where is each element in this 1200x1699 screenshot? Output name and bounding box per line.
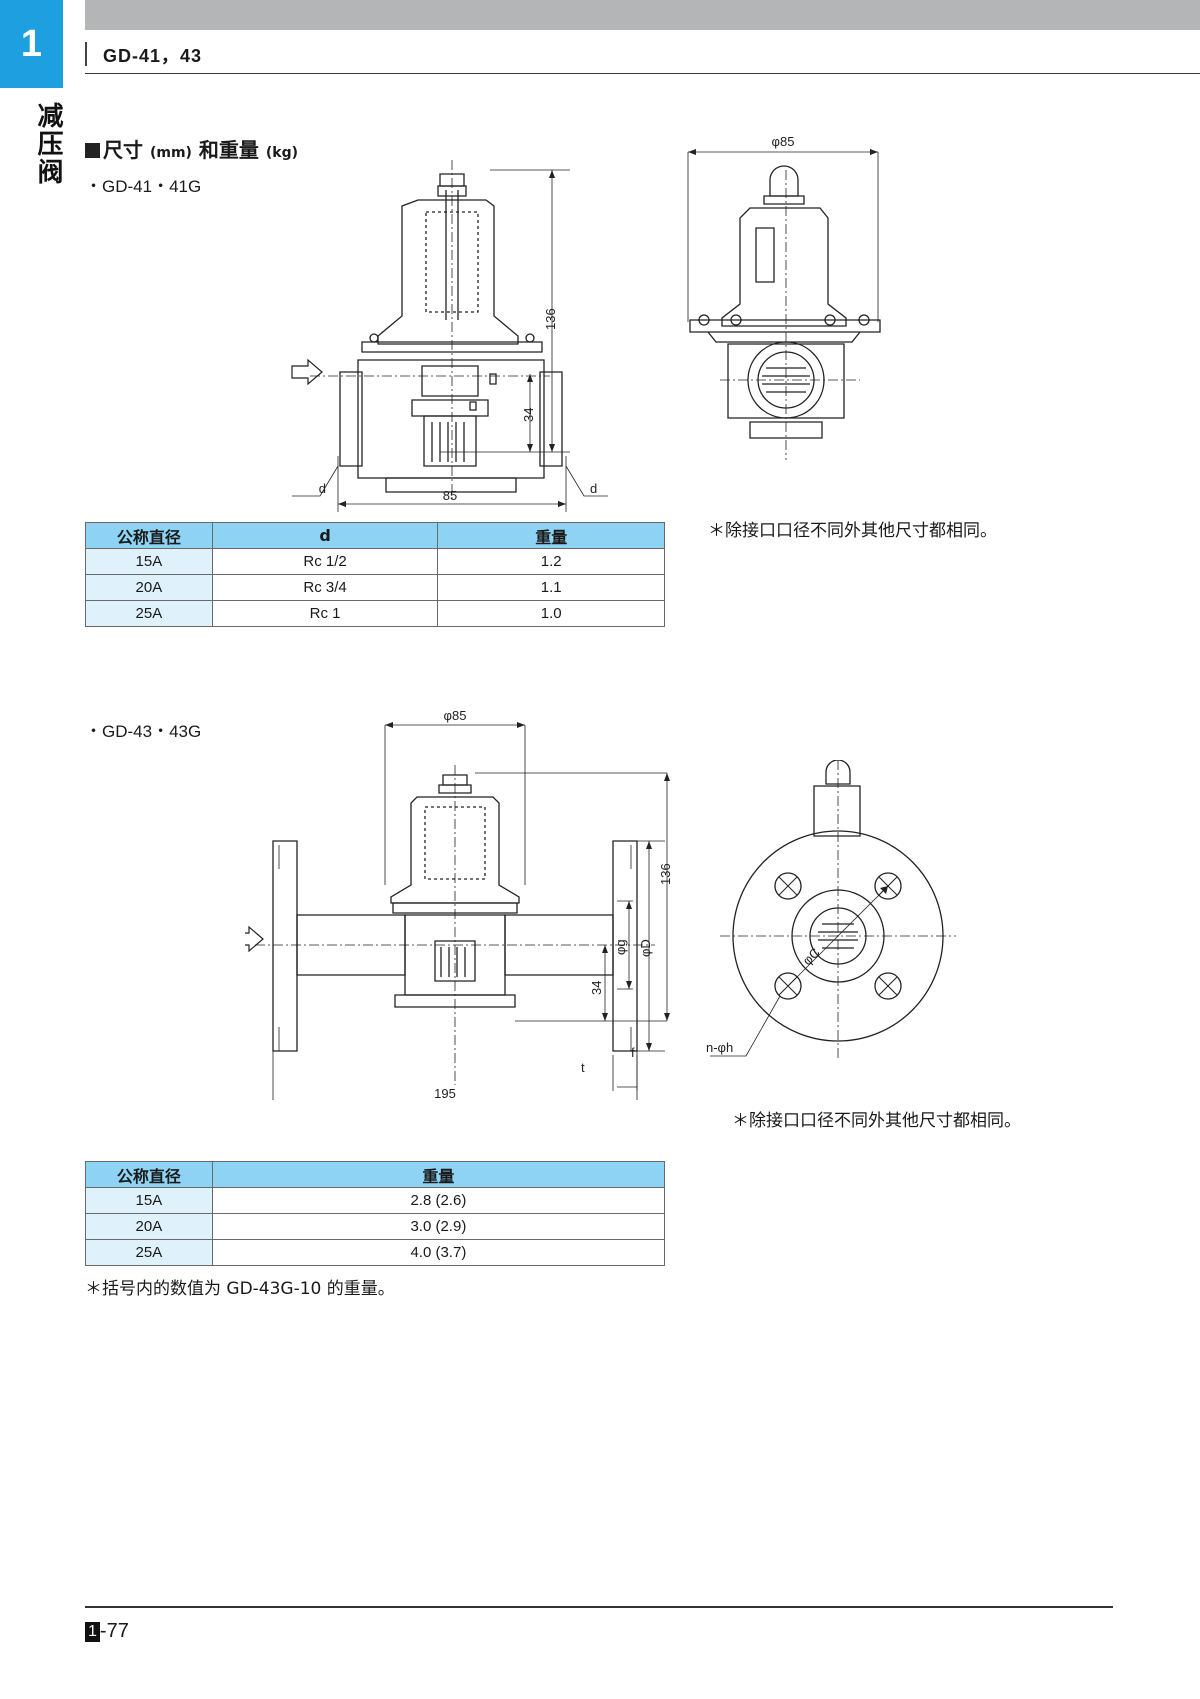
section-title: 尺寸 (mm) 和重量 (kg): [85, 134, 298, 163]
gd41-dim-d-left: d: [319, 481, 326, 496]
gd41-dim-phi85: φ85: [772, 134, 795, 149]
table-header-cell: 公称直径: [85, 522, 213, 549]
gd43-dim-phiD: φD: [638, 939, 653, 957]
gd43-dim-195: 195: [434, 1086, 456, 1100]
gd41-dim-34: 34: [521, 408, 536, 422]
gd41-note: ＊除接口口径不同外其他尺寸都相同。: [708, 521, 997, 541]
table-cell: 20A: [85, 574, 213, 601]
table-cell: 25A: [85, 1239, 213, 1266]
table-header-cell: d: [211, 522, 439, 549]
gd43-front-view-drawing: φ85 136 φD φg 34 195 t f: [245, 708, 673, 1100]
table-row: 15A Rc 1/2 1.2: [85, 548, 665, 575]
table-header-row: 公称直径 重量: [85, 1161, 666, 1188]
gd43-footnote: ＊括号内的数值为 GD-43G-10 的重量。: [85, 1279, 395, 1299]
gd41-dim-85: 85: [443, 488, 457, 503]
table-header-row: 公称直径 d 重量: [85, 522, 665, 549]
model-title: GD-41，43: [103, 46, 203, 66]
table-cell: 2.8 (2.6): [211, 1187, 666, 1214]
gd43-note: ＊除接口口径不同外其他尺寸都相同。: [732, 1111, 1021, 1131]
gd43-dim-34: 34: [589, 981, 604, 995]
gd43-dim-phiC: φC: [800, 945, 823, 968]
table-cell: 15A: [85, 548, 213, 575]
gd43-side-view-drawing: φC n-φh: [706, 760, 956, 1060]
header-bar: [85, 0, 1200, 30]
gd41-spec-table: 公称直径 d 重量 15A Rc 1/2 1.2 20A Rc 3/4 1.1 …: [85, 522, 665, 627]
table-header-cell: 公称直径: [85, 1161, 213, 1188]
table-cell: 15A: [85, 1187, 213, 1214]
table-cell: Rc 1: [211, 600, 439, 627]
gd43-dim-136: 136: [658, 863, 673, 885]
table-cell: 4.0 (3.7): [211, 1239, 666, 1266]
gd43-dim-nphih: n-φh: [706, 1040, 733, 1055]
gd41-front-view-drawing: 136 34 85 d d: [291, 160, 608, 512]
table-cell: Rc 3/4: [211, 574, 439, 601]
table-row: 20A 3.0 (2.9): [85, 1213, 666, 1240]
page-number-text: -77: [99, 1620, 129, 1642]
table-header-cell: 重量: [211, 1161, 666, 1188]
gd41-dim-d-right: d: [590, 481, 597, 496]
gd43-dim-t: t: [581, 1060, 585, 1075]
table-row: 20A Rc 3/4 1.1: [85, 574, 665, 601]
table-row: 25A 4.0 (3.7): [85, 1239, 666, 1266]
gd41-label: ・GD-41・41G: [85, 177, 202, 196]
table-cell: Rc 1/2: [211, 548, 439, 575]
chapter-tab: 1: [0, 0, 63, 88]
table-cell: 1.0: [437, 600, 665, 627]
page-chapter-box: 1: [85, 1622, 100, 1642]
gd43-dim-phig: φg: [613, 939, 628, 955]
table-cell: 1.1: [437, 574, 665, 601]
square-bullet-icon: [85, 143, 100, 158]
category-label: 减压阀: [33, 102, 63, 186]
gd43-dim-phi85: φ85: [444, 708, 467, 723]
model-title-bar: GD-41，43: [85, 38, 1200, 74]
footer-rule: [85, 1606, 1113, 1608]
gd43-dim-f: f: [631, 1045, 635, 1060]
table-cell: 3.0 (2.9): [211, 1213, 666, 1240]
gd43-spec-table: 公称直径 重量 15A 2.8 (2.6) 20A 3.0 (2.9) 25A …: [85, 1161, 666, 1266]
table-cell: 20A: [85, 1213, 213, 1240]
page-number: 1-77: [85, 1620, 129, 1643]
gd41-dim-136: 136: [543, 308, 558, 330]
gd43-label: ・GD-43・43G: [85, 722, 202, 741]
gd41-side-view-drawing: φ85: [687, 134, 881, 460]
table-cell: 1.2: [437, 548, 665, 575]
table-header-cell: 重量: [437, 522, 665, 549]
title-tick: [85, 42, 87, 66]
table-row: 15A 2.8 (2.6): [85, 1187, 666, 1214]
table-row: 25A Rc 1 1.0: [85, 600, 665, 627]
table-cell: 25A: [85, 600, 213, 627]
